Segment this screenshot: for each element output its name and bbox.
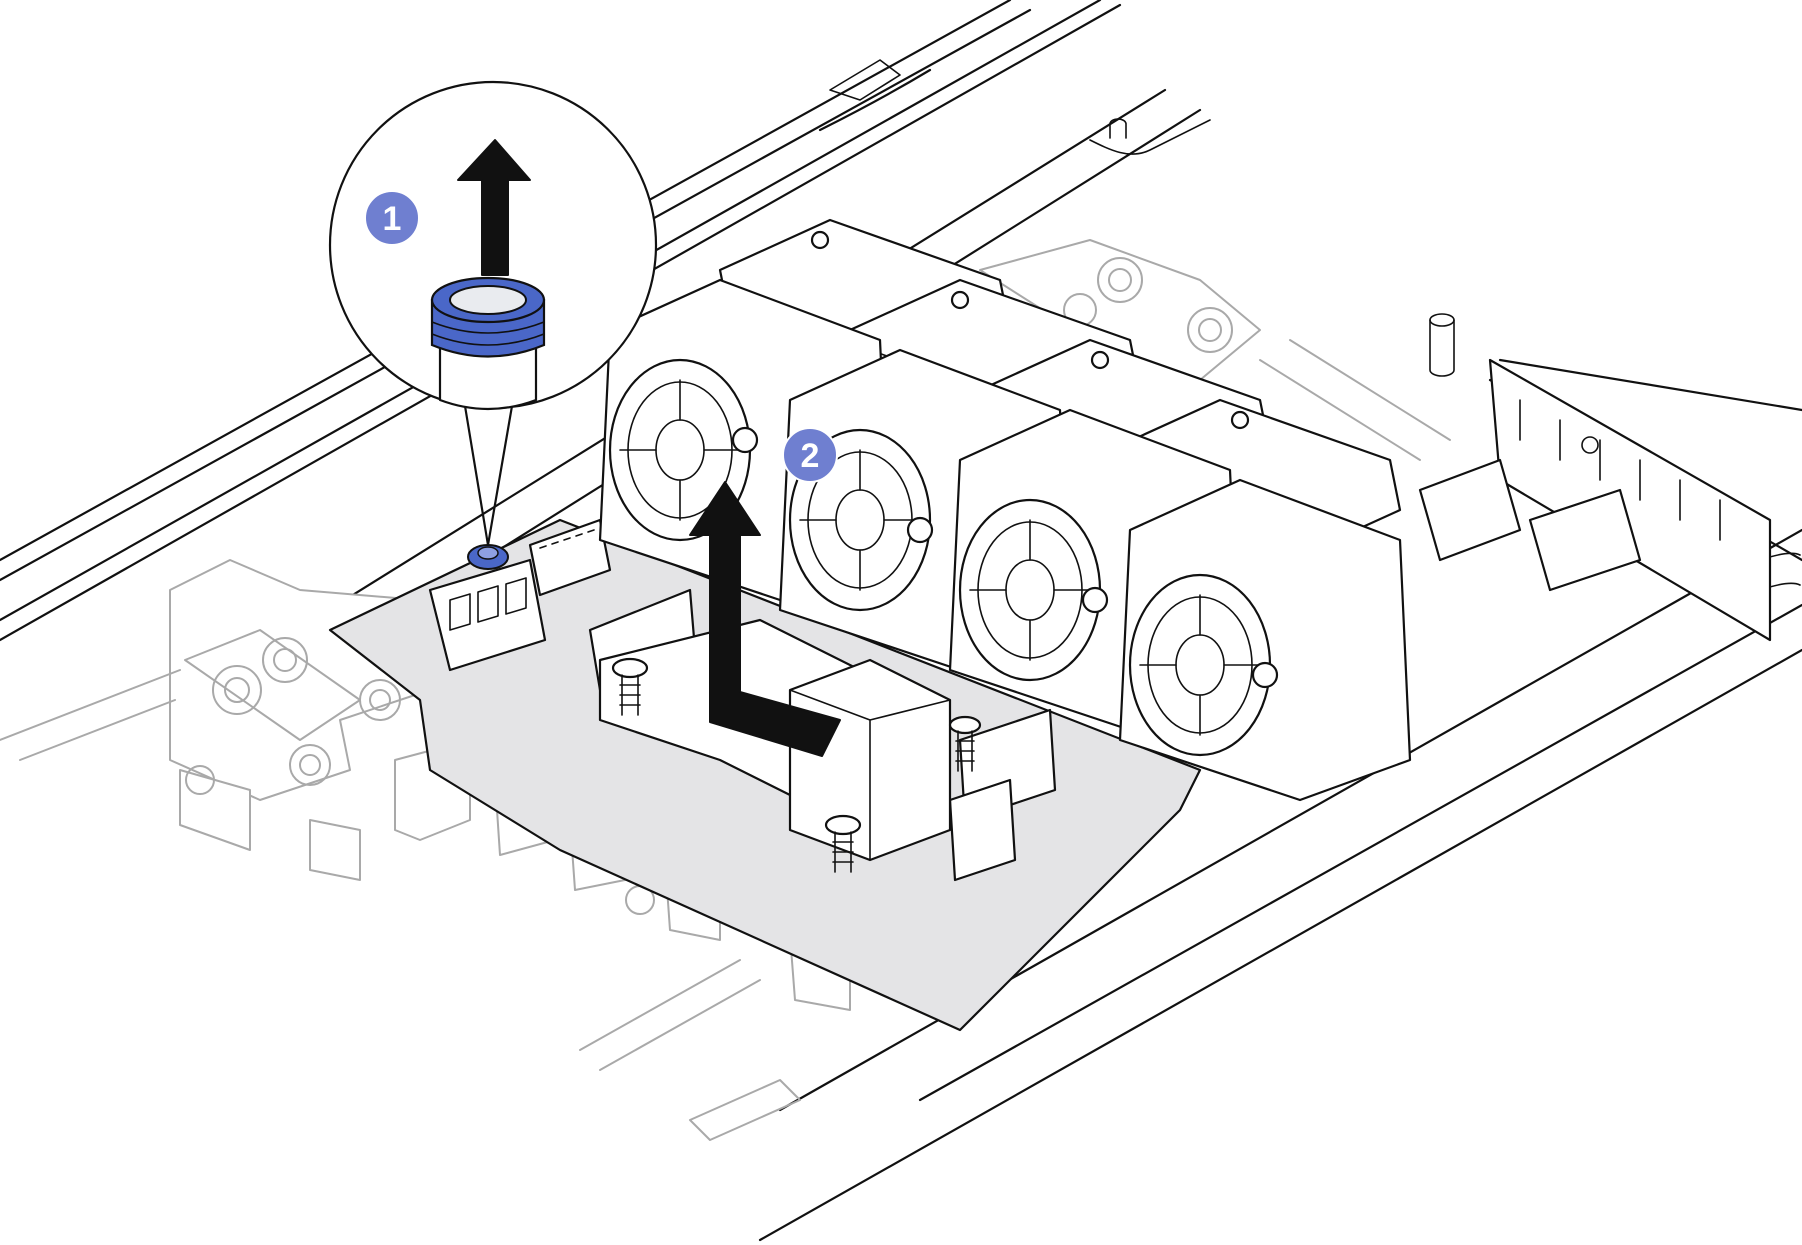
right-bay [1418, 358, 1772, 642]
callout-badge-2: 2 [782, 427, 838, 483]
callout-badge-1: 1 [364, 190, 420, 246]
detail-magnifier [328, 80, 658, 547]
plunger-pin-target [467, 544, 509, 570]
callout-label-1: 1 [383, 200, 402, 238]
callout-badge-2-circle [782, 427, 838, 483]
fan-rotor-3 [958, 498, 1102, 682]
fan-latch-knobs [731, 230, 1279, 689]
callout-label-2: 2 [801, 437, 820, 475]
lift-arrow-step-1 [457, 139, 531, 276]
plunger-pins [467, 544, 982, 873]
lift-arrow-step-2 [689, 481, 841, 757]
plunger-detail [430, 276, 546, 411]
callout-badge-1-circle [364, 190, 420, 246]
plunger-pin-a [611, 657, 649, 716]
plunger-pin-c [948, 715, 982, 772]
fan-rotor-4 [1128, 573, 1272, 757]
plunger-pin-b [824, 814, 862, 873]
fan-modules [598, 218, 1412, 802]
